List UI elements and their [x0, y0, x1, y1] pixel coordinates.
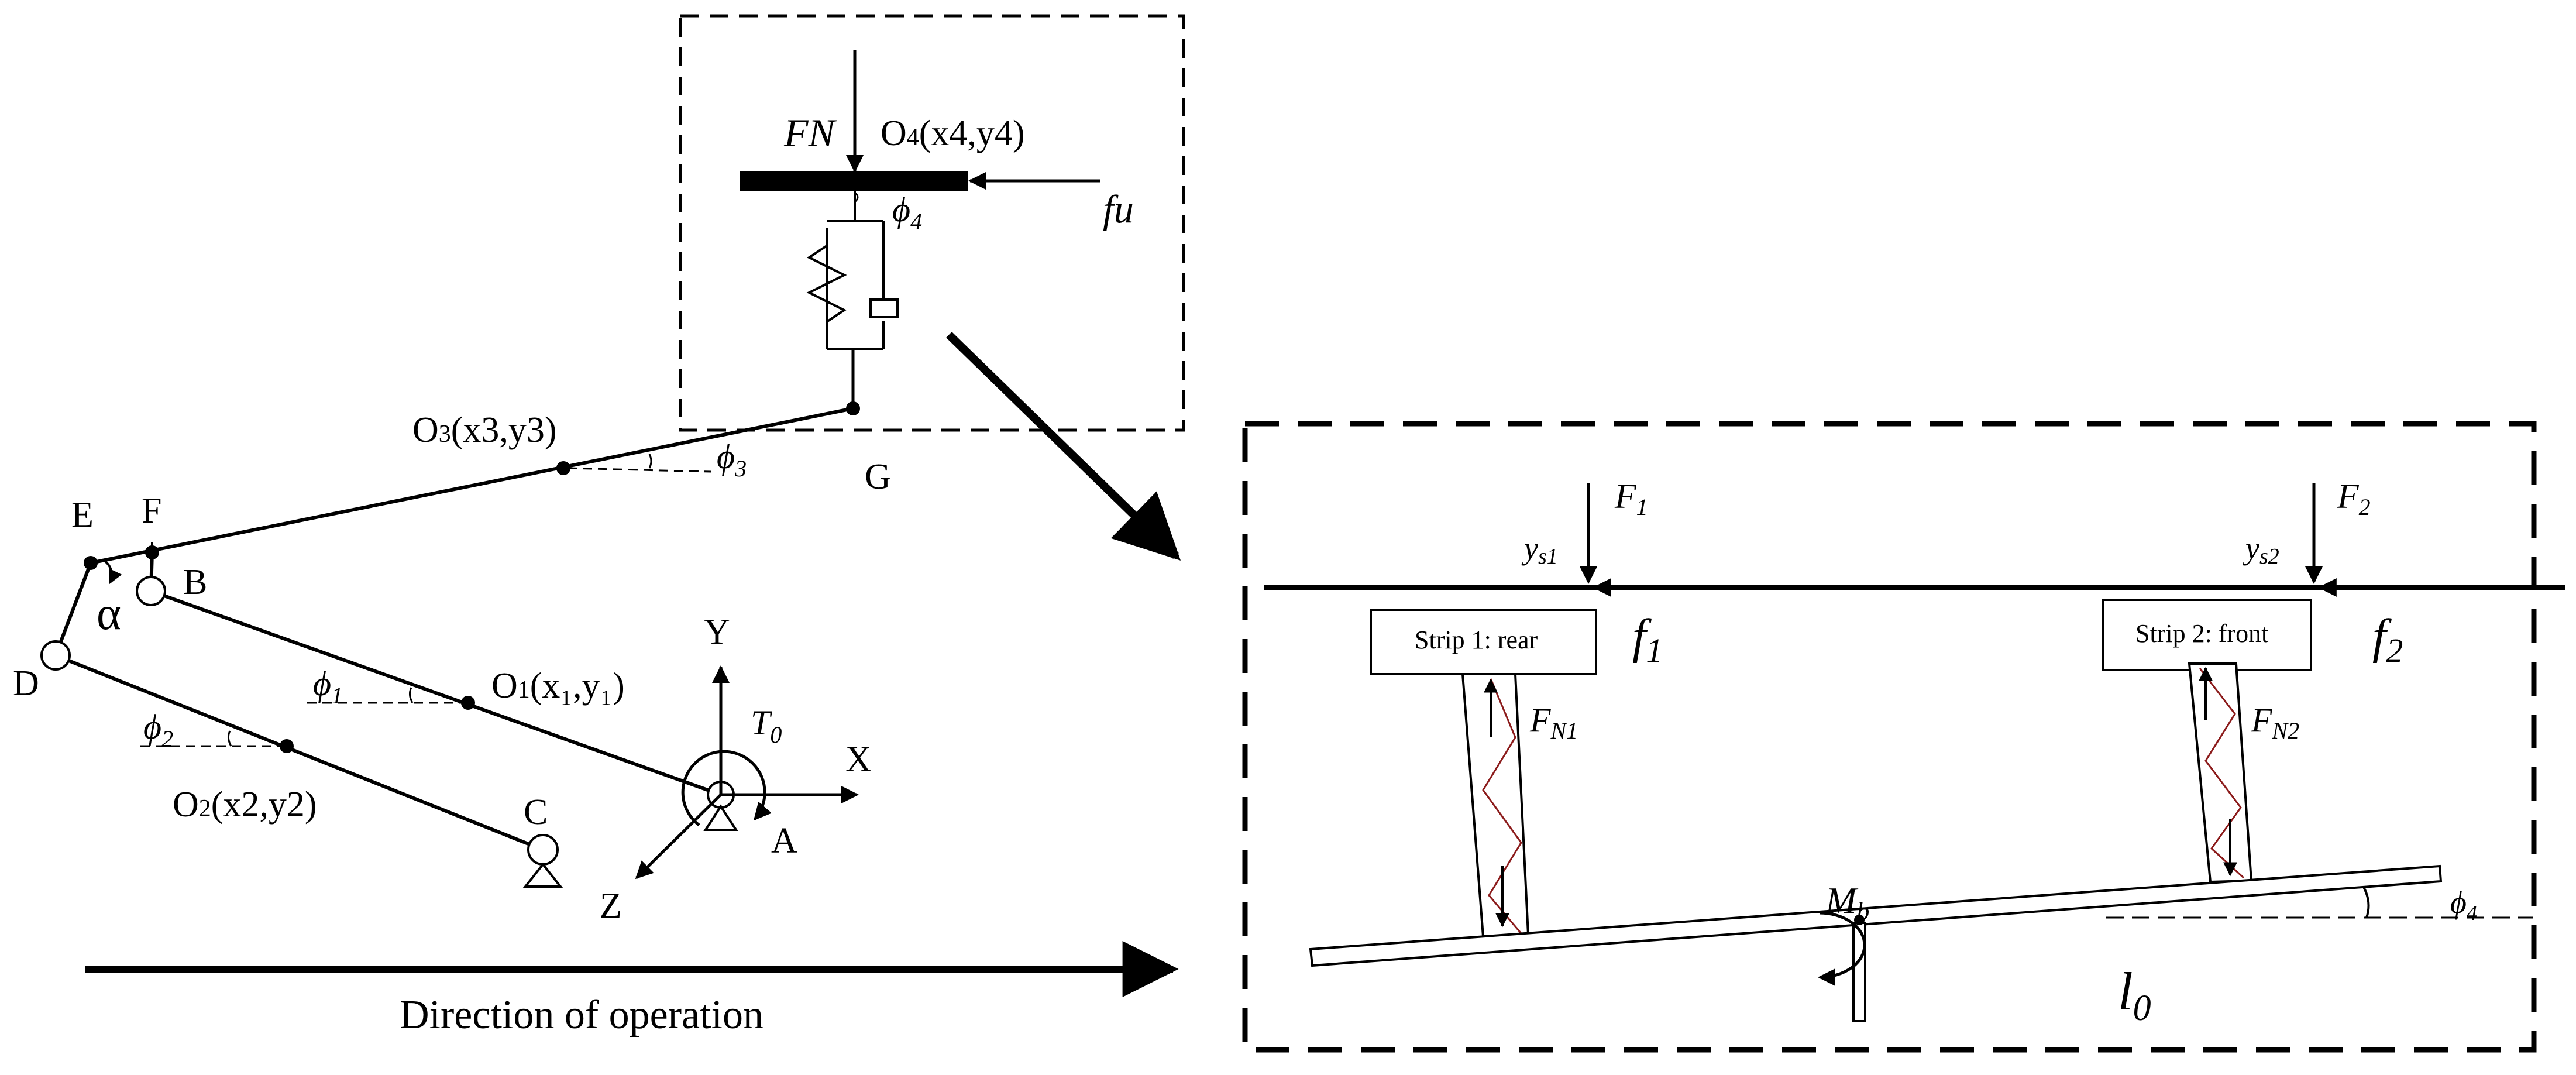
label-phi4-beam: ϕ4	[2450, 885, 2477, 925]
label-O1: O1(x₁,y₁)	[491, 666, 625, 706]
label-f1: f1	[1632, 609, 1663, 669]
label-F: F	[142, 491, 161, 531]
label-f2: f2	[2372, 609, 2403, 669]
label-O2: O2(x2,y2)	[173, 785, 317, 825]
label-force-fn: FN	[783, 111, 837, 155]
label-phi1: ϕ1	[313, 664, 343, 709]
linkage-mechanism: E F B α D C A G O1(x₁,y₁) O2(x2,y2) O3(x…	[13, 14, 1185, 1038]
label-alpha: α	[97, 588, 121, 640]
strip-2-label: Strip 2: front	[2135, 619, 2268, 648]
label-torque: T0	[751, 703, 782, 748]
joint-E	[84, 556, 98, 570]
plate-O4	[740, 171, 968, 191]
label-C: C	[524, 792, 548, 832]
label-G: G	[865, 457, 891, 497]
label-force-fu: fu	[1103, 187, 1134, 231]
direction-label: Direction of operation	[400, 992, 763, 1038]
contact-detail: Strip 1: rear Strip 2: front F1 F2 ys1 y…	[1242, 421, 2565, 1053]
label-axis-x: X	[845, 740, 872, 779]
support-C	[522, 834, 563, 888]
detail-box	[1242, 421, 2537, 1053]
spring-damper	[806, 188, 899, 350]
damper-icon	[869, 298, 899, 318]
label-B: B	[183, 562, 207, 602]
detail-pointer-arrow	[946, 331, 1181, 561]
label-F2: F2	[2337, 477, 2371, 520]
moment-arc-icon	[1818, 911, 1866, 986]
strip-1-label: Strip 1: rear	[1415, 626, 1538, 654]
tilted-beam	[1309, 864, 2443, 967]
center-O3-dot	[556, 461, 570, 475]
label-O3: O3(x3,y3)	[412, 410, 557, 450]
suspension-box	[679, 14, 1185, 432]
label-phi4-spring: ϕ4	[892, 190, 922, 235]
link-D-E	[54, 562, 92, 657]
joint-D	[40, 640, 71, 671]
label-D: D	[13, 664, 39, 703]
label-O4: O4(x4,y4)	[881, 114, 1025, 153]
label-FN2: FN2	[2251, 701, 2299, 744]
support-2	[2188, 662, 2253, 884]
center-O2-dot	[280, 739, 294, 753]
spring-icon	[806, 228, 847, 349]
label-ys1: ys1	[1521, 531, 1558, 569]
label-axis-z: Z	[600, 886, 622, 926]
label-F1: F1	[1614, 477, 1648, 520]
joint-B	[136, 576, 166, 606]
label-FN1: FN1	[1529, 701, 1578, 744]
label-ys2: ys2	[2243, 531, 2279, 569]
label-E: E	[71, 495, 94, 535]
link-E-G	[90, 407, 854, 565]
center-O1-dot	[461, 696, 475, 710]
label-axis-y: Y	[704, 612, 730, 652]
support-1	[1461, 673, 1530, 938]
pivot-G	[846, 401, 860, 415]
axis-z-arrow	[635, 794, 722, 880]
label-phi2: ϕ2	[143, 707, 173, 752]
label-l0: l0	[2118, 961, 2151, 1028]
link-D-C	[54, 654, 544, 851]
label-Mb: Mb	[1825, 880, 1869, 926]
link-B-A	[150, 589, 722, 796]
label-phi3: ϕ3	[717, 437, 747, 482]
label-A: A	[771, 821, 797, 861]
